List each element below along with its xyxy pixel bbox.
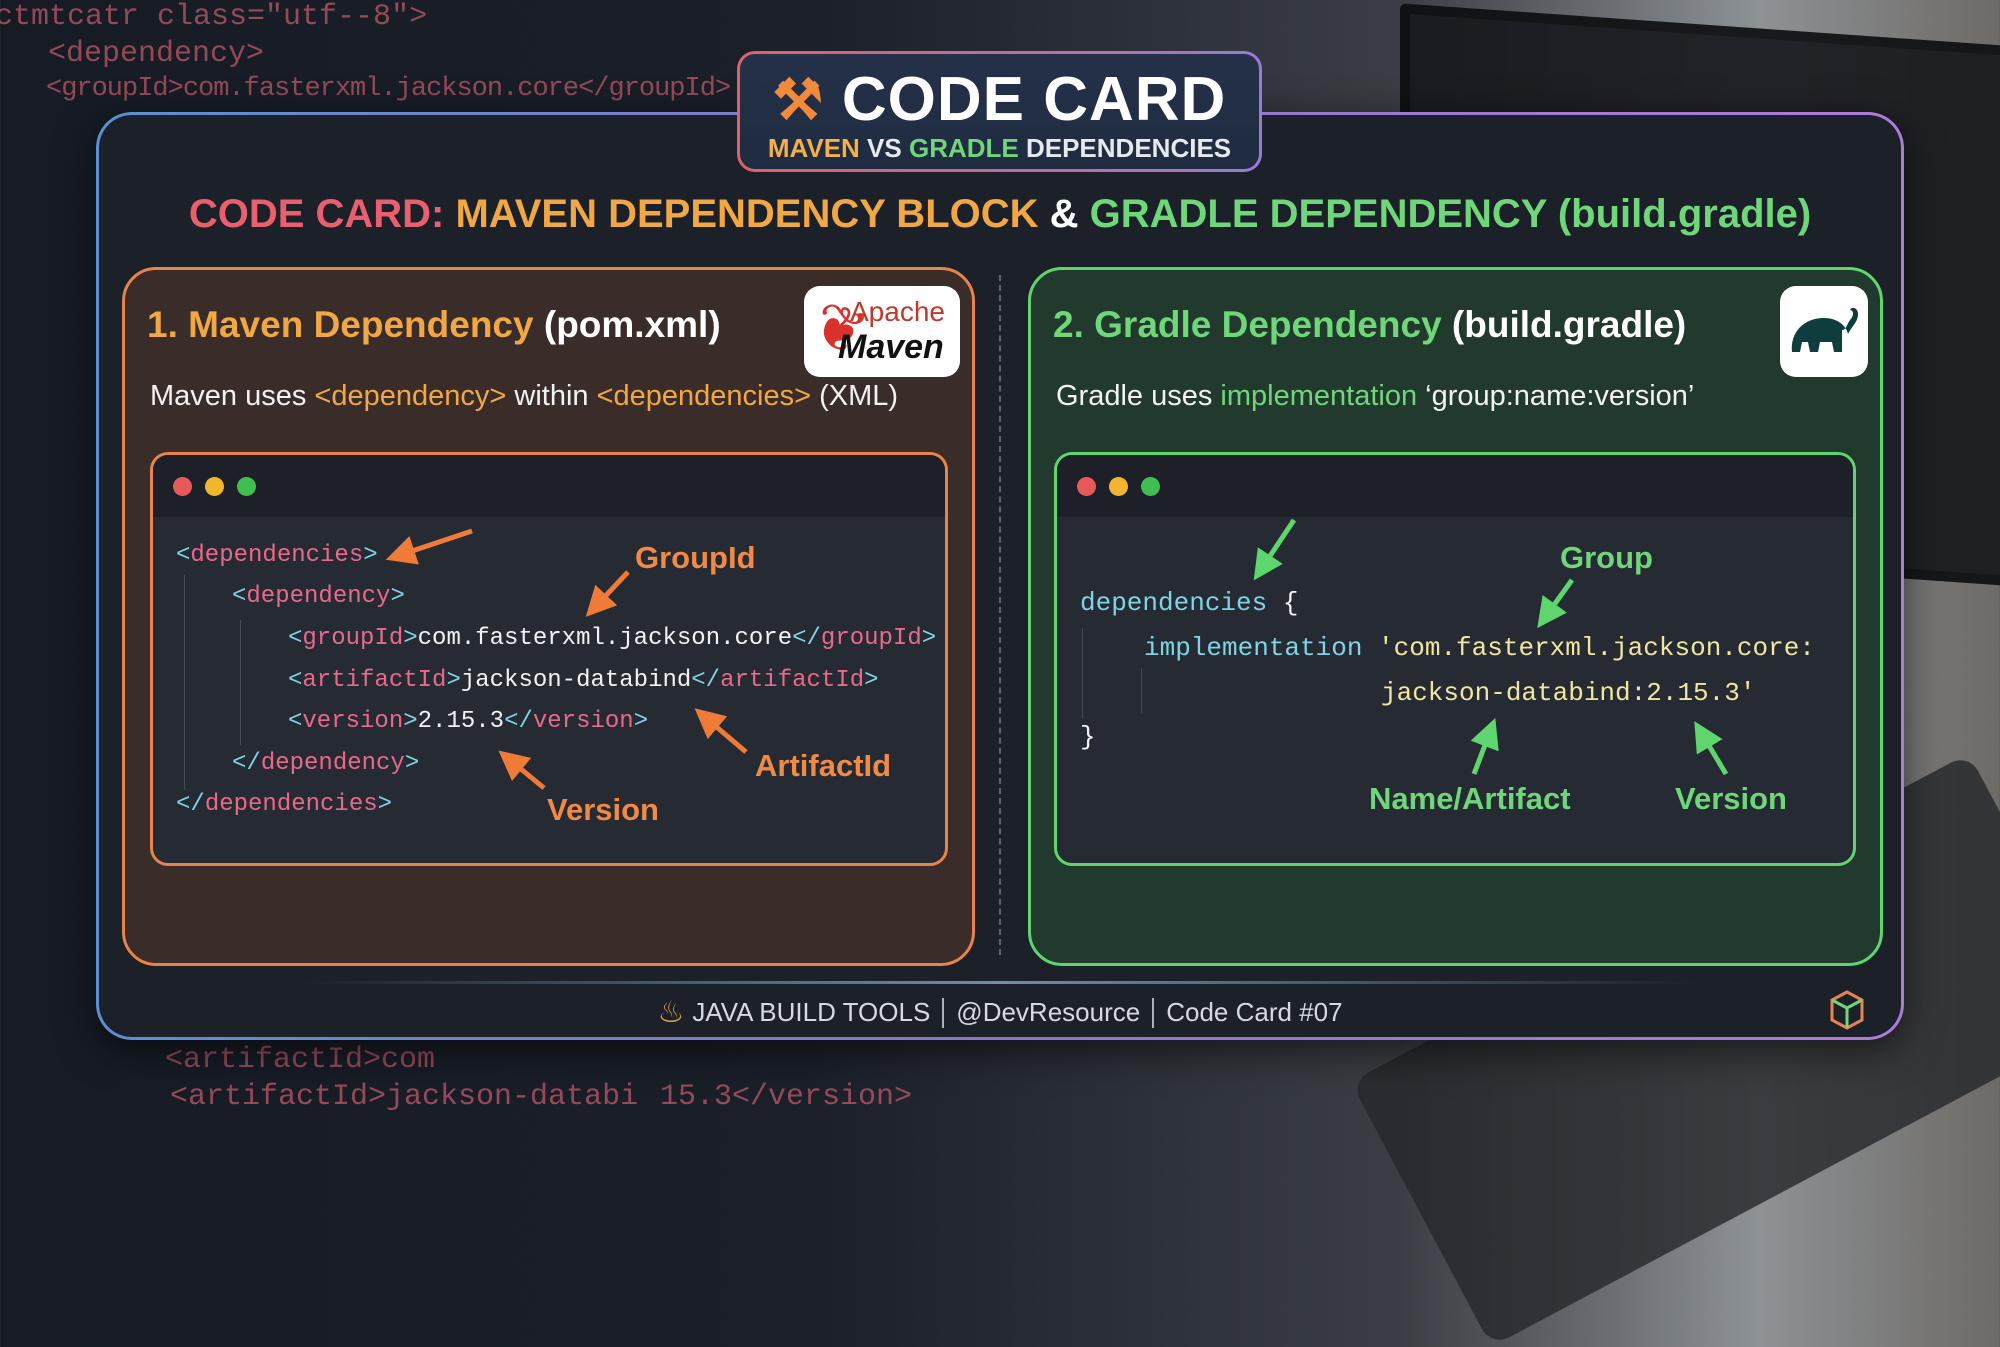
- background-code-line: <artifactId>com: [165, 1043, 436, 1077]
- maximize-dot: [237, 476, 256, 496]
- background-code-line: ctmtcatr class="utf--8">: [0, 0, 428, 34]
- footer-card-number: Code Card #07: [1166, 997, 1343, 1027]
- minimize-dot: [205, 476, 224, 496]
- code-line: <groupId>com.fasterxml.jackson.core</gro…: [288, 625, 937, 652]
- version-annotation: Version: [1675, 781, 1787, 816]
- maven-logo: ❦ Apache Maven: [803, 286, 960, 377]
- code-line: <version>2.15.3</version>: [288, 708, 649, 735]
- footer-category: JAVA BUILD TOOLS: [692, 997, 931, 1027]
- code-line: <dependencies>: [176, 542, 378, 569]
- name-artifact-annotation: Name/Artifact: [1369, 781, 1571, 816]
- panel-divider: [999, 275, 1001, 955]
- java-cup-icon: ♨: [657, 996, 685, 1029]
- close-dot: [173, 476, 192, 496]
- background-code-line: <artifactId>jackson-databi: [170, 1080, 639, 1114]
- maximize-dot: [1141, 476, 1160, 496]
- code-line: dependencies {: [1080, 588, 1299, 618]
- footer-handle[interactable]: @DevResource: [956, 997, 1141, 1027]
- header-badge: ⚒ CODE CARD MAVEN VS GRADLE DEPENDENCIES: [737, 51, 1262, 172]
- background-code-line: <groupId>com.fasterxml.jackson.core</gro…: [46, 74, 731, 104]
- indent-guide: [184, 575, 185, 790]
- version-annotation: Version: [547, 792, 659, 827]
- maven-heading: 1. Maven Dependency (pom.xml): [147, 304, 721, 345]
- badge-title: CODE CARD: [841, 65, 1227, 134]
- gradle-heading: 2. Gradle Dependency (build.gradle): [1053, 304, 1687, 345]
- footer: ♨ JAVA BUILD TOOLS @DevResource Code Car…: [96, 995, 1904, 1030]
- code-line: implementation 'com.fasterxml.jackson.co…: [1144, 633, 1815, 663]
- code-line: </dependencies>: [176, 791, 393, 818]
- footer-divider: [300, 981, 1700, 984]
- gradle-elephant-icon: [1780, 286, 1868, 377]
- indent-guide: [1082, 628, 1083, 718]
- tools-icon: ⚒: [772, 67, 824, 131]
- indent-guide: [1141, 668, 1142, 713]
- background-code-line: <dependency>: [48, 37, 265, 71]
- code-line: }: [1080, 722, 1096, 752]
- artifactid-annotation: ArtifactId: [755, 748, 892, 783]
- code-line: <dependency>: [232, 583, 405, 610]
- main-title: CODE CARD: MAVEN DEPENDENCY BLOCK & GRAD…: [188, 192, 1812, 236]
- cube-icon: [1830, 990, 1864, 1030]
- group-annotation: Group: [1560, 540, 1653, 575]
- maven-code-window: [150, 452, 948, 866]
- code-line: <artifactId>jackson-databind</artifactId…: [288, 667, 879, 694]
- close-dot: [1077, 476, 1096, 496]
- code-line: </dependency>: [232, 750, 420, 777]
- gradle-description: Gradle uses implementation ‘group:name:v…: [1056, 380, 1695, 412]
- indent-guide: [240, 620, 241, 745]
- gradle-code-window: [1054, 452, 1856, 866]
- code-line: jackson-databind:2.15.3': [1381, 678, 1756, 708]
- badge-subtitle: MAVEN VS GRADLE DEPENDENCIES: [767, 133, 1232, 163]
- background-code-line: 15.3</version>: [660, 1080, 913, 1114]
- groupid-annotation: GroupId: [635, 540, 756, 575]
- minimize-dot: [1109, 476, 1128, 496]
- maven-description: Maven uses <dependency> within <dependen…: [150, 380, 899, 412]
